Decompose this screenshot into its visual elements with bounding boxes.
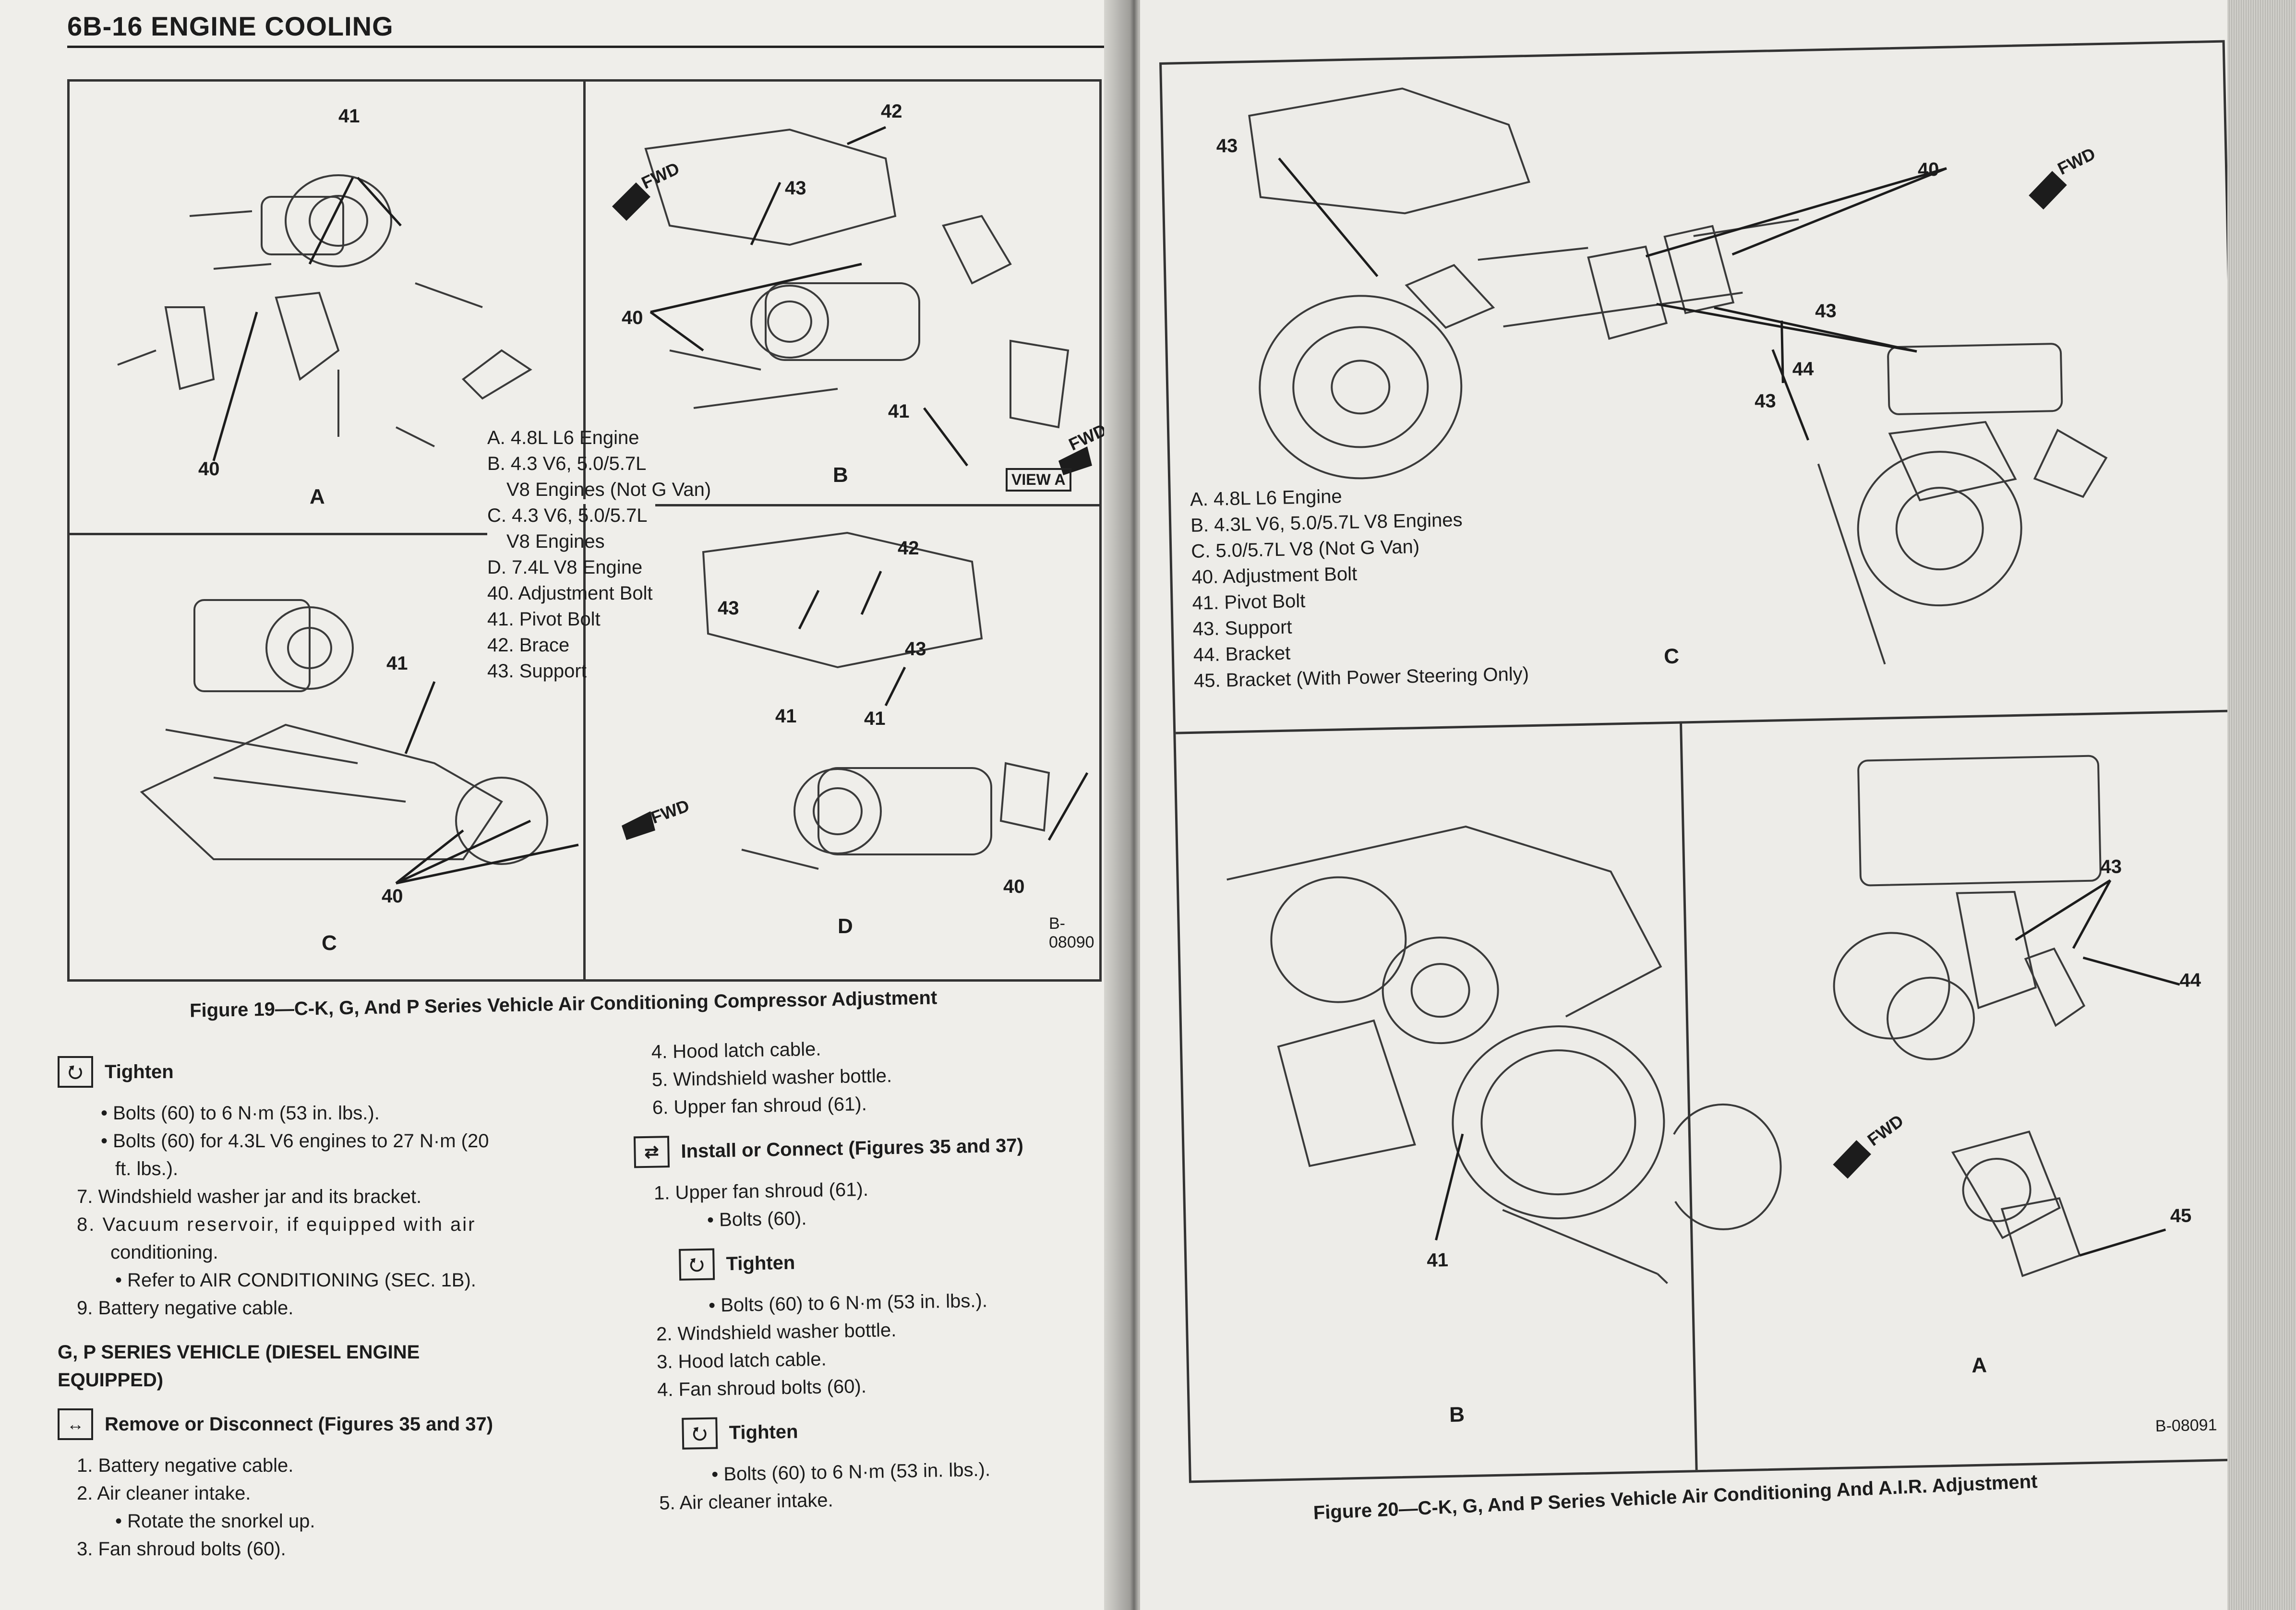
- page-edges: [2227, 0, 2296, 1610]
- callout-d-43a: 43: [718, 598, 739, 619]
- torque-wrench-icon: ⭮: [682, 1417, 718, 1450]
- legend-item: C. 4.3 V6, 5.0/5.7L: [487, 505, 648, 526]
- list-item: • Bolts (60) for 4.3L V6 engines to 27 N…: [101, 1130, 489, 1152]
- callout-a-45: 45: [2170, 1205, 2192, 1227]
- list-item: • Bolts (60) to 6 N·m (53 in. lbs.).: [101, 1103, 380, 1124]
- callout-d-41b: 41: [864, 708, 886, 729]
- panel-label-c: C: [1663, 644, 1680, 669]
- tighten-label: Tighten: [726, 1252, 795, 1275]
- tighten-heading-3: ⭮ Tighten: [638, 1411, 1100, 1451]
- callout-b-42: 42: [881, 101, 902, 122]
- callout-c-40: 40: [382, 886, 403, 907]
- list-item: 8. Vacuum reservoir, if equipped with ai…: [77, 1214, 476, 1235]
- legend-item: D. 7.4L V8 Engine: [487, 557, 643, 578]
- panel-label-a: A: [310, 485, 325, 508]
- legend-item: A. 4.8L L6 Engine: [487, 427, 639, 448]
- figure-20-legend: A. 4.8L L6 Engine B. 4.3L V6, 5.0/5.7L V…: [1190, 480, 1529, 694]
- list-item: • Refer to AIR CONDITIONING (SEC. 1B).: [115, 1270, 476, 1291]
- header-rule: [67, 46, 1109, 48]
- panel-label-d: D: [838, 914, 853, 938]
- tighten-heading-2: ⭮ Tighten: [636, 1242, 1097, 1282]
- list-item: 7. Windshield washer jar and its bracket…: [77, 1186, 422, 1207]
- list-item: 2. Air cleaner intake.: [77, 1483, 251, 1504]
- callout-a-41: 41: [338, 106, 360, 127]
- list-item: • Rotate the snorkel up.: [115, 1511, 315, 1532]
- tighten-label: Tighten: [729, 1421, 798, 1444]
- figure-19: 41 40 42 43 40 41 41 40 42 43 43 41 41 4…: [67, 79, 1110, 982]
- figure-19-number: B-08090: [1049, 914, 1094, 951]
- torque-wrench-icon: ⭮: [679, 1248, 715, 1281]
- view-letter: A: [1054, 471, 1066, 488]
- double-arrow-icon: ↔: [58, 1408, 93, 1440]
- callout-b-41: 41: [888, 401, 910, 422]
- view-a-box: VIEW A: [1006, 468, 1071, 492]
- callout-b-40: 40: [622, 307, 643, 328]
- callout-c-44: 44: [1792, 358, 1814, 380]
- legend-item: V8 Engines: [506, 531, 605, 552]
- callout-d-41a: 41: [775, 706, 797, 727]
- figure-19-divider-v-bottom: [583, 504, 586, 979]
- legend-item: V8 Engines (Not G Van): [506, 479, 711, 500]
- callout-d-43b: 43: [905, 638, 926, 660]
- left-page: 6B-16 ENGINE COOLING: [0, 0, 1126, 1610]
- text-column-1: ⭮ Tighten • Bolts (60) to 6 N·m (53 in. …: [58, 1042, 600, 1563]
- figure-19-drawing: [117, 126, 1092, 885]
- legend-item: 43. Support: [487, 661, 587, 682]
- section-heading: EQUIPPED): [58, 1370, 164, 1391]
- install-heading: ⇄ Install or Connect (Figures 35 and 37): [633, 1129, 1095, 1168]
- figure-19-divider-h-right: [655, 504, 1099, 506]
- tighten-label: Tighten: [105, 1061, 174, 1082]
- legend-item: 42. Brace: [487, 635, 570, 656]
- panel-label-a: A: [1971, 1353, 1987, 1378]
- list-item: ft. lbs.).: [115, 1158, 179, 1179]
- panel-label-b: B: [833, 463, 848, 487]
- figure-19-divider-h-left: [70, 533, 487, 535]
- remove-label: Remove or Disconnect (Figures 35 and 37): [105, 1414, 493, 1435]
- list-item: 9. Battery negative cable.: [77, 1298, 294, 1319]
- callout-a-40: 40: [198, 458, 220, 480]
- page-header: 6B-16 ENGINE COOLING: [67, 11, 394, 41]
- callout-b-41: 41: [1426, 1249, 1449, 1271]
- install-label: Install or Connect (Figures 35 and 37): [681, 1135, 1024, 1162]
- list-item: 3. Fan shroud bolts (60).: [77, 1538, 286, 1560]
- panel-label-b: B: [1449, 1403, 1465, 1427]
- callout-b-43: 43: [785, 178, 806, 199]
- legend-item: 40. Adjustment Bolt: [487, 583, 653, 604]
- torque-wrench-icon: ⭮: [58, 1056, 93, 1088]
- figure-20-number: B-08091: [2155, 1416, 2217, 1436]
- figure-19-legend: A. 4.8L L6 Engine B. 4.3 V6, 5.0/5.7L V8…: [487, 425, 711, 684]
- figure-19-caption: Figure 19—C-K, G, And P Series Vehicle A…: [189, 987, 938, 1021]
- callout-c-40: 40: [1917, 159, 1939, 180]
- callout-c-43: 43: [1216, 135, 1238, 157]
- text-column-2: 4. Hood latch cable. 5. Windshield washe…: [632, 1031, 1101, 1518]
- list-item: conditioning.: [110, 1242, 218, 1263]
- arrows-inward-icon: ⇄: [633, 1136, 670, 1168]
- callout-c-43c: 43: [1815, 300, 1837, 322]
- legend-item: 41. Pivot Bolt: [487, 609, 601, 630]
- figure-20-drawing: [1226, 87, 2180, 1284]
- callout-d-42: 42: [898, 538, 919, 559]
- callout-c-41: 41: [386, 653, 408, 674]
- figure-20: 43 40 44 43 43 41 43 44 45 FWD FWD C B A…: [1159, 40, 2244, 1483]
- callout-d-40: 40: [1003, 876, 1025, 897]
- right-page: 43 40 44 43 43 41 43 44 45 FWD FWD C B A…: [1140, 0, 2244, 1610]
- figure-20-caption: Figure 20—C-K, G, And P Series Vehicle A…: [1313, 1471, 2038, 1524]
- callout-a-43: 43: [2100, 856, 2122, 878]
- callout-c-43b: 43: [1754, 390, 1777, 412]
- figure-19-divider-v-top: [583, 82, 586, 499]
- view-label: VIEW: [1011, 471, 1051, 488]
- tighten-heading-1: ⭮ Tighten: [58, 1056, 600, 1088]
- list-item: 1. Battery negative cable.: [77, 1455, 294, 1476]
- section-heading: G, P SERIES VEHICLE (DIESEL ENGINE: [58, 1342, 420, 1363]
- legend-item: B. 4.3 V6, 5.0/5.7L: [487, 453, 647, 474]
- callout-a-44: 44: [2179, 969, 2201, 991]
- panel-label-c: C: [322, 931, 337, 955]
- remove-heading: ↔ Remove or Disconnect (Figures 35 and 3…: [58, 1408, 600, 1440]
